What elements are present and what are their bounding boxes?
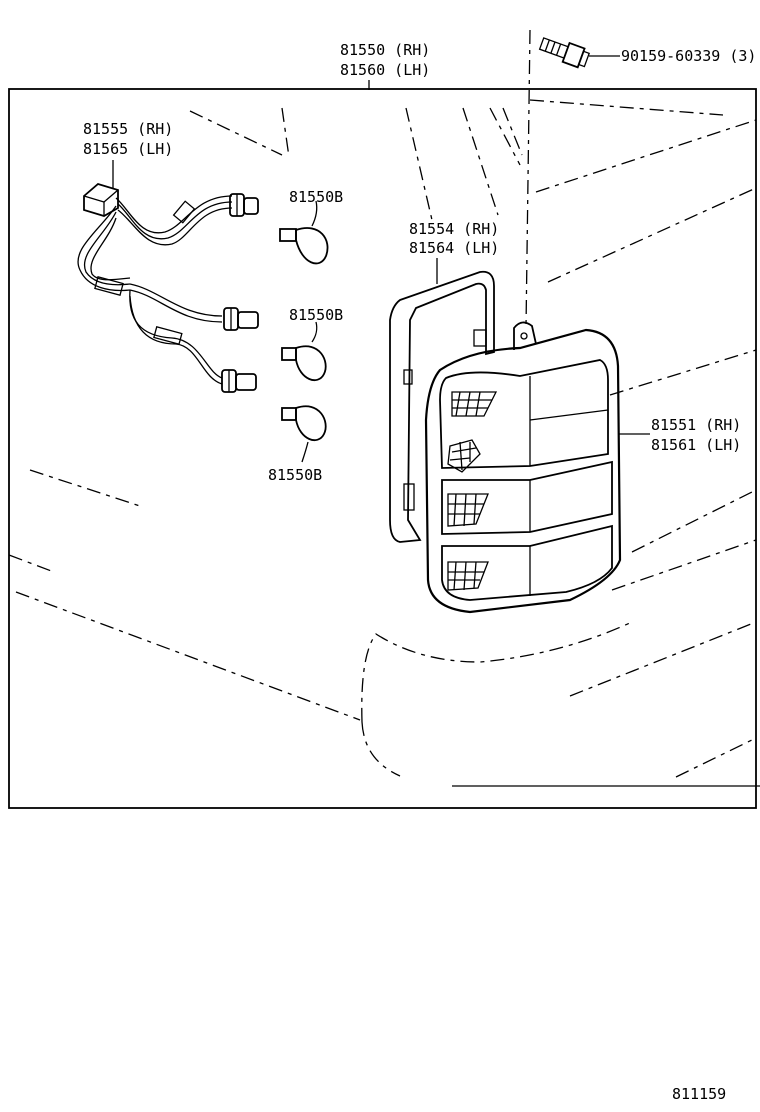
diagram-id: 811159 (672, 1085, 726, 1103)
vehicle-body-outline (8, 99, 757, 778)
screw-part-number: 90159-60339 (3) (621, 47, 756, 65)
lamp-assembly-lh-number: 81560 (LH) (340, 61, 430, 79)
gasket-rh-number: 81554 (RH) (409, 220, 499, 238)
socket-1 (229, 193, 259, 217)
wire-harness-part (77, 182, 259, 393)
lens-body-part (424, 321, 622, 614)
bulb-2-number: 81550B (289, 306, 343, 324)
bulb-3-part (281, 405, 327, 463)
wire-harness-rh-number: 81555 (RH) (83, 120, 173, 138)
socket-2 (223, 307, 259, 331)
diagram-frame (8, 88, 757, 809)
bulb-1-part (279, 200, 329, 265)
bulb-1-number: 81550B (289, 188, 343, 206)
lens-body-lh-number: 81561 (LH) (651, 436, 741, 454)
bulb-3-number: 81550B (268, 466, 322, 484)
socket-3 (221, 369, 257, 393)
wire-harness-lh-number: 81565 (LH) (83, 140, 173, 158)
gasket-part (389, 270, 495, 543)
lamp-assembly-rh-number: 81550 (RH) (340, 41, 430, 59)
lens-body-rh-number: 81551 (RH) (651, 416, 741, 434)
screw-part (525, 29, 620, 329)
bulb-2-part (281, 321, 327, 382)
gasket-lh-number: 81564 (LH) (409, 239, 499, 257)
